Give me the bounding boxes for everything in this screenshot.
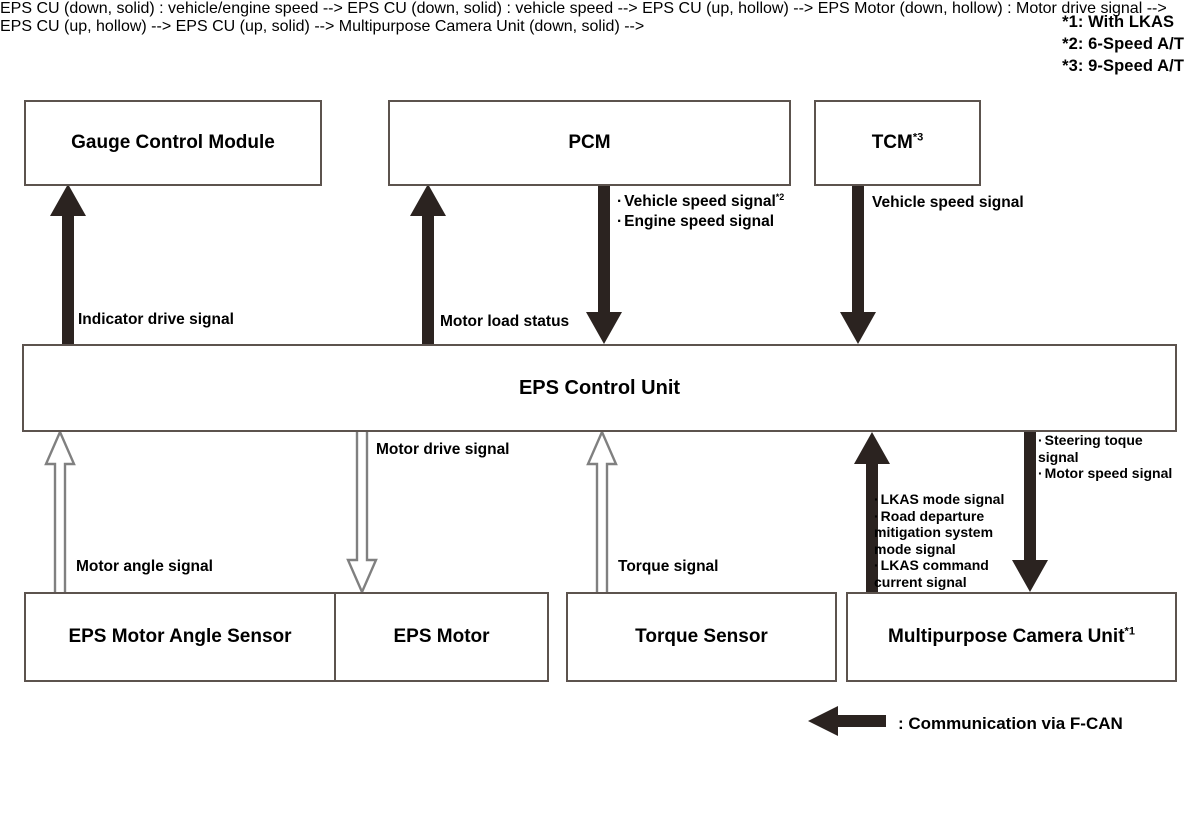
label-torque-signal: Torque signal: [618, 558, 719, 575]
footnote-1: *1: With LKAS: [1062, 13, 1175, 31]
legend-f-can-label: : Communication via F-CAN: [898, 713, 1123, 733]
legend-f-can: : Communication via F-CAN: [808, 706, 1123, 741]
arrow-pcm-speed-signals: [586, 184, 622, 346]
label-steering-torque-motor-speed: ·Steering toque signal ·Motor speed sign…: [1038, 432, 1173, 482]
box-torque-sensor-label: Torque Sensor: [635, 626, 768, 647]
box-eps-motor: EPS Motor: [334, 592, 549, 682]
box-gauge-control-module-label: Gauge Control Module: [71, 132, 275, 153]
box-tcm-label: TCM*3: [871, 131, 924, 153]
arrow-torque-signal: [586, 428, 618, 596]
footnote-legend: *1: With LKAS *2: 6-Speed A/T *3: 9-Spee…: [1062, 12, 1184, 77]
arrow-tcm-vehicle-speed-signal: [840, 184, 876, 346]
arrow-motor-load-status: [410, 182, 446, 346]
label-motor-drive-signal: Motor drive signal: [376, 441, 510, 458]
box-eps-motor-angle-sensor-label: EPS Motor Angle Sensor: [68, 626, 292, 647]
box-pcm: PCM: [388, 100, 791, 186]
arrow-motor-angle-signal: [44, 428, 76, 596]
label-pcm-speed-signals: ·Vehicle speed signal*2 ·Engine speed si…: [617, 191, 785, 230]
box-camera-footnote-ref: *1: [1124, 625, 1135, 638]
box-eps-control-unit-label: EPS Control Unit: [518, 376, 681, 399]
arrow-lkas-signals-to-eps: [854, 430, 890, 594]
label-motor-load-status: Motor load status: [440, 313, 570, 330]
box-tcm-footnote-ref: *3: [912, 131, 924, 144]
box-tcm: TCM*3: [814, 100, 981, 186]
box-pcm-label: PCM: [568, 132, 611, 153]
legend-arrow-icon: [808, 706, 886, 741]
arrow-motor-drive-signal: [346, 428, 378, 596]
label-motor-angle-signal: Motor angle signal: [76, 558, 213, 575]
footnote-2: *2: 6-Speed A/T: [1062, 34, 1184, 53]
box-eps-motor-label: EPS Motor: [393, 626, 490, 647]
box-eps-motor-angle-sensor: EPS Motor Angle Sensor: [24, 592, 336, 682]
arrow-steering-torque-motor-speed: [1012, 430, 1048, 594]
arrow-indicator-drive-signal: [50, 182, 86, 346]
footnote-3: *3: 9-Speed A/T: [1062, 56, 1184, 75]
box-torque-sensor: Torque Sensor: [566, 592, 837, 682]
label-tcm-vehicle-speed-signal: Vehicle speed signal: [872, 194, 1024, 211]
pcm-signal-footnote-ref: *2: [775, 191, 785, 202]
label-lkas-signals: ·LKAS mode signal ·Road departure mitiga…: [874, 491, 1005, 590]
box-gauge-control-module: Gauge Control Module: [24, 100, 322, 186]
label-indicator-drive-signal: Indicator drive signal: [78, 311, 234, 328]
box-eps-control-unit: EPS Control Unit: [22, 344, 1177, 432]
box-multipurpose-camera-unit-label: Multipurpose Camera Unit*1: [888, 625, 1135, 647]
box-multipurpose-camera-unit: Multipurpose Camera Unit*1: [846, 592, 1177, 682]
